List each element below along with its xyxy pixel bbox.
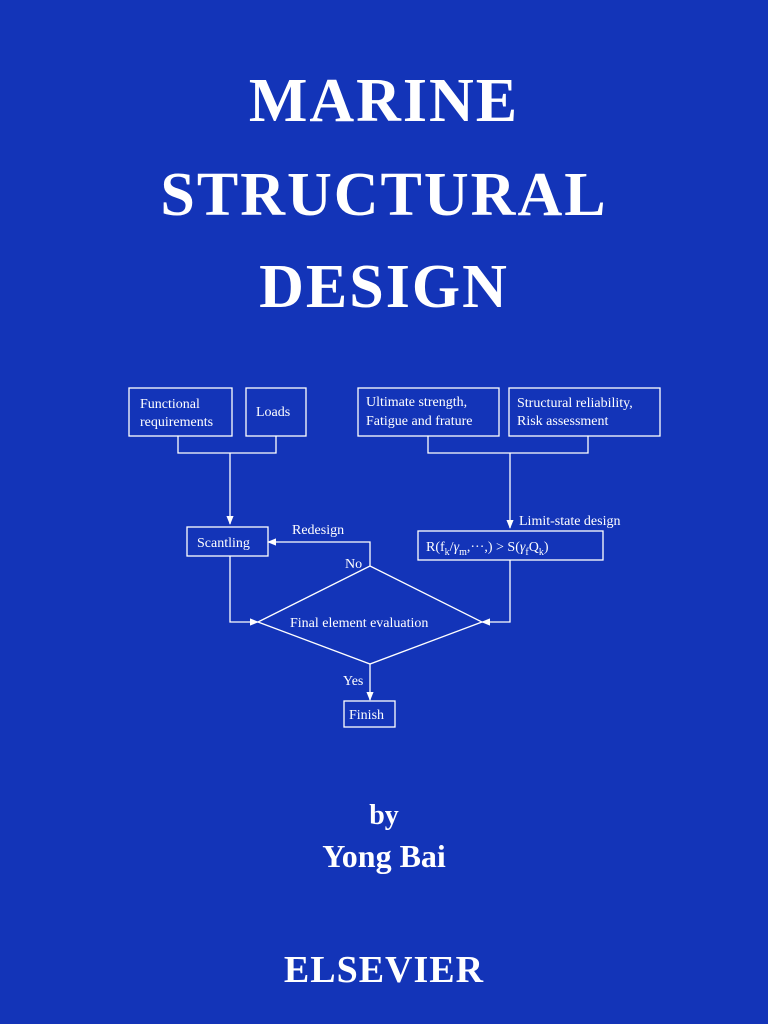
connector-right-bracket — [427, 436, 589, 454]
arrow-scantling-to-eval — [229, 556, 259, 626]
label-yes: Yes — [343, 674, 363, 689]
decision-diamond — [256, 565, 484, 665]
label-ultimate-1: Ultimate strength, — [366, 395, 467, 410]
title-line-3: DESIGN — [259, 253, 509, 321]
label-no: No — [345, 557, 362, 572]
arrow-redesign — [267, 538, 371, 566]
arrow-formula-to-eval — [481, 560, 511, 626]
label-redesign: Redesign — [292, 523, 344, 538]
byline-by: by — [369, 800, 399, 831]
connector-left-bracket — [177, 436, 277, 454]
label-scantling: Scantling — [197, 536, 250, 551]
label-finish: Finish — [349, 708, 384, 723]
title-line-2: STRUCTURAL — [160, 161, 608, 229]
box-structural-reliability — [508, 387, 661, 437]
author-name: Yong Bai — [322, 838, 446, 874]
label-reliability-2: Risk assessment — [517, 414, 609, 429]
label-limit-state: Limit-state design — [519, 514, 620, 529]
box-functional-requirements — [128, 387, 233, 437]
publisher-name: ELSEVIER — [283, 949, 485, 991]
label-loads: Loads — [256, 405, 290, 420]
title-line-1: MARINE — [248, 67, 520, 135]
label-functional-2: requirements — [140, 415, 213, 430]
design-flowchart: Functional requirements Loads Ultimate s… — [128, 387, 661, 728]
label-functional-1: Functional — [140, 397, 200, 412]
limit-state-formula: R(fk/γm,···,) > S(γfQk) — [426, 540, 549, 558]
label-final-eval: Final element evaluation — [290, 616, 428, 631]
label-reliability-1: Structural reliability, — [517, 396, 633, 411]
box-finish — [343, 700, 396, 728]
label-ultimate-2: Fatigue and frature — [366, 414, 473, 429]
